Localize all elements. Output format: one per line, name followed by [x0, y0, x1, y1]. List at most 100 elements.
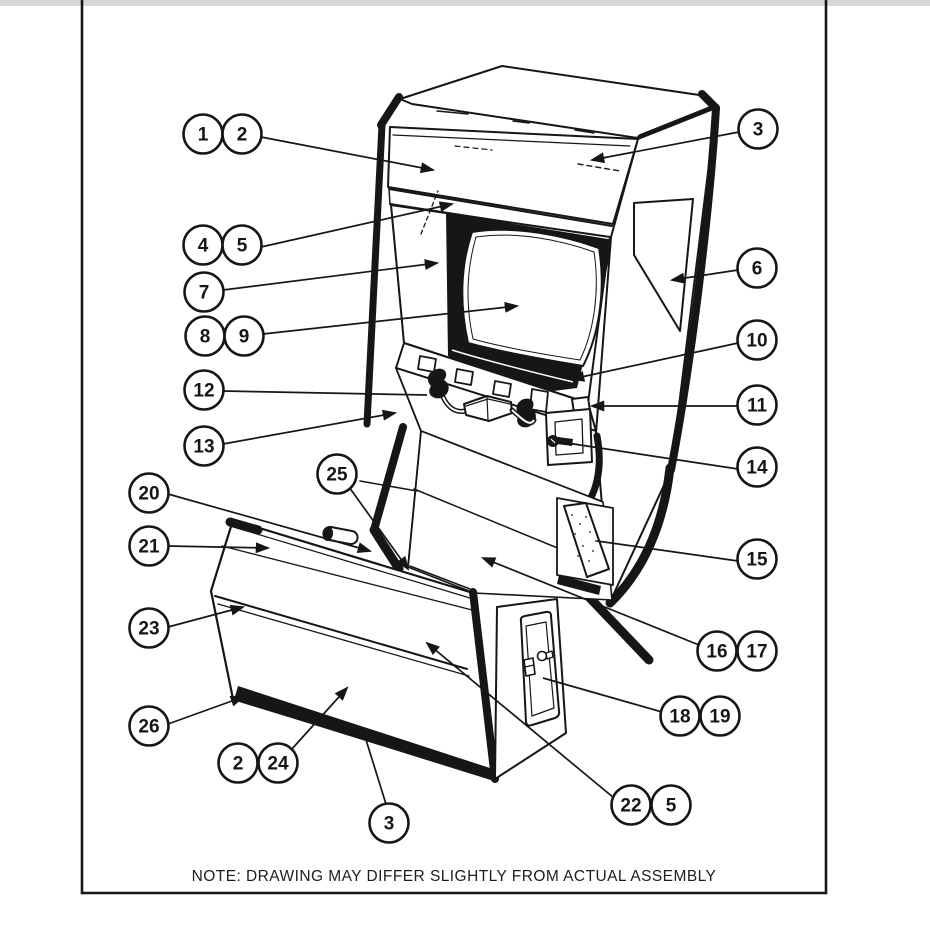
- callout-number: 1: [198, 125, 209, 146]
- callout-7: 7: [183, 271, 225, 313]
- leader-line-6: [669, 269, 739, 284]
- leader-line-16: [480, 557, 700, 646]
- top-detail-dash: [512, 120, 530, 124]
- leader-line-24: [290, 686, 349, 751]
- callout-circle: [699, 695, 741, 737]
- callout-number: 3: [753, 120, 764, 141]
- panel-button: [454, 368, 474, 386]
- bench-crease: [221, 545, 477, 612]
- callout-16: 16: [696, 630, 738, 672]
- callout-number: 22: [620, 796, 641, 817]
- callout-circle: [128, 607, 170, 649]
- callout-24: 24: [257, 742, 299, 784]
- callout-3: 3: [737, 108, 779, 150]
- callout-13: 13: [183, 425, 225, 467]
- callout-circle: [223, 315, 265, 357]
- callout-20: 20: [128, 472, 170, 514]
- leader-line-9: [262, 301, 520, 335]
- callout-4: 4: [182, 224, 224, 266]
- callout-6: 6: [736, 247, 778, 289]
- callout-number: 9: [239, 327, 250, 348]
- marquee-hidden-line: [577, 163, 621, 172]
- callout-circle: [183, 369, 225, 411]
- callout-circle: [183, 425, 225, 467]
- panel-button: [417, 355, 437, 373]
- callout-23: 23: [128, 607, 170, 649]
- callout-3: 3: [368, 802, 410, 844]
- crt-screen: [461, 228, 603, 367]
- base-bench: [209, 517, 499, 783]
- callout-number: 5: [237, 236, 248, 257]
- callout-circle: [736, 247, 778, 289]
- leader-line-3: [361, 726, 387, 805]
- leader-line-22: [425, 641, 615, 799]
- top-detail-dash: [436, 110, 469, 115]
- callout-number: 16: [706, 642, 727, 663]
- callout-number: 17: [746, 642, 767, 663]
- coin-return-latch: [536, 650, 548, 662]
- callout-circle: [736, 384, 778, 426]
- right-side-edge: [667, 104, 720, 474]
- callout-10: 10: [736, 319, 778, 361]
- callout-14: 14: [736, 446, 778, 488]
- callout-12: 12: [183, 369, 225, 411]
- callout-25: 25: [316, 453, 358, 495]
- callout-circle: [128, 525, 170, 567]
- cabinet-drawing: [209, 65, 720, 783]
- callout-15: 15: [736, 538, 778, 580]
- hidden-line: [420, 190, 439, 235]
- callout-9: 9: [223, 315, 265, 357]
- leader-line-21: [167, 542, 271, 554]
- callout-circle: [736, 446, 778, 488]
- callout-5: 5: [221, 224, 263, 266]
- callout-circle: [221, 224, 263, 266]
- panel-button: [492, 380, 512, 398]
- coin-slot: [523, 657, 536, 677]
- callout-26: 26: [128, 705, 170, 747]
- leader-line-2: [260, 136, 436, 174]
- scan-edge-artifact: [0, 0, 930, 6]
- callout-circle: [183, 271, 225, 313]
- callout-21: 21: [128, 525, 170, 567]
- leader-line-13: [222, 409, 398, 445]
- callout-17: 17: [736, 630, 778, 672]
- callout-number: 7: [199, 283, 210, 304]
- leader-line-23: [167, 604, 246, 628]
- callout-number: 2: [233, 754, 244, 775]
- page-frame: [80, 0, 828, 895]
- callout-22: 22: [610, 784, 652, 826]
- leader-line-26: [167, 695, 246, 725]
- leader-line-3: [589, 131, 740, 164]
- callout-number: 8: [200, 327, 211, 348]
- callout-circle: [217, 742, 259, 784]
- leader-line-18: [542, 677, 663, 713]
- left-side-edge: [363, 121, 386, 428]
- pedal-bracket: [556, 497, 614, 595]
- leader-lines: [167, 131, 740, 805]
- callout-number: 14: [746, 458, 768, 479]
- panel-cutout: [529, 388, 549, 413]
- side-panel-inset: [633, 198, 694, 332]
- callout-11: 11: [736, 384, 778, 426]
- callout-circle: [736, 319, 778, 361]
- callout-circle: [221, 113, 263, 155]
- callout-number: 13: [193, 437, 214, 458]
- callout-number: 4: [198, 236, 209, 257]
- leader-line-7: [222, 259, 440, 291]
- notch-edge: [469, 588, 499, 783]
- callout-circle: [128, 705, 170, 747]
- leader-line-25: [348, 486, 410, 571]
- callout-number: 26: [138, 717, 159, 738]
- support-leg: [369, 423, 407, 574]
- callout-circle: [650, 784, 692, 826]
- assembly-note: NOTE: DRAWING MAY DIFFER SLIGHTLY FROM A…: [191, 868, 717, 885]
- leader-line-5: [260, 201, 455, 248]
- coin-door-panel: [494, 598, 567, 780]
- callout-18: 18: [659, 695, 701, 737]
- bench-corner-edge: [225, 517, 263, 535]
- callout-circle: [128, 472, 170, 514]
- callout-number: 24: [267, 754, 289, 775]
- callout-2: 2: [221, 113, 263, 155]
